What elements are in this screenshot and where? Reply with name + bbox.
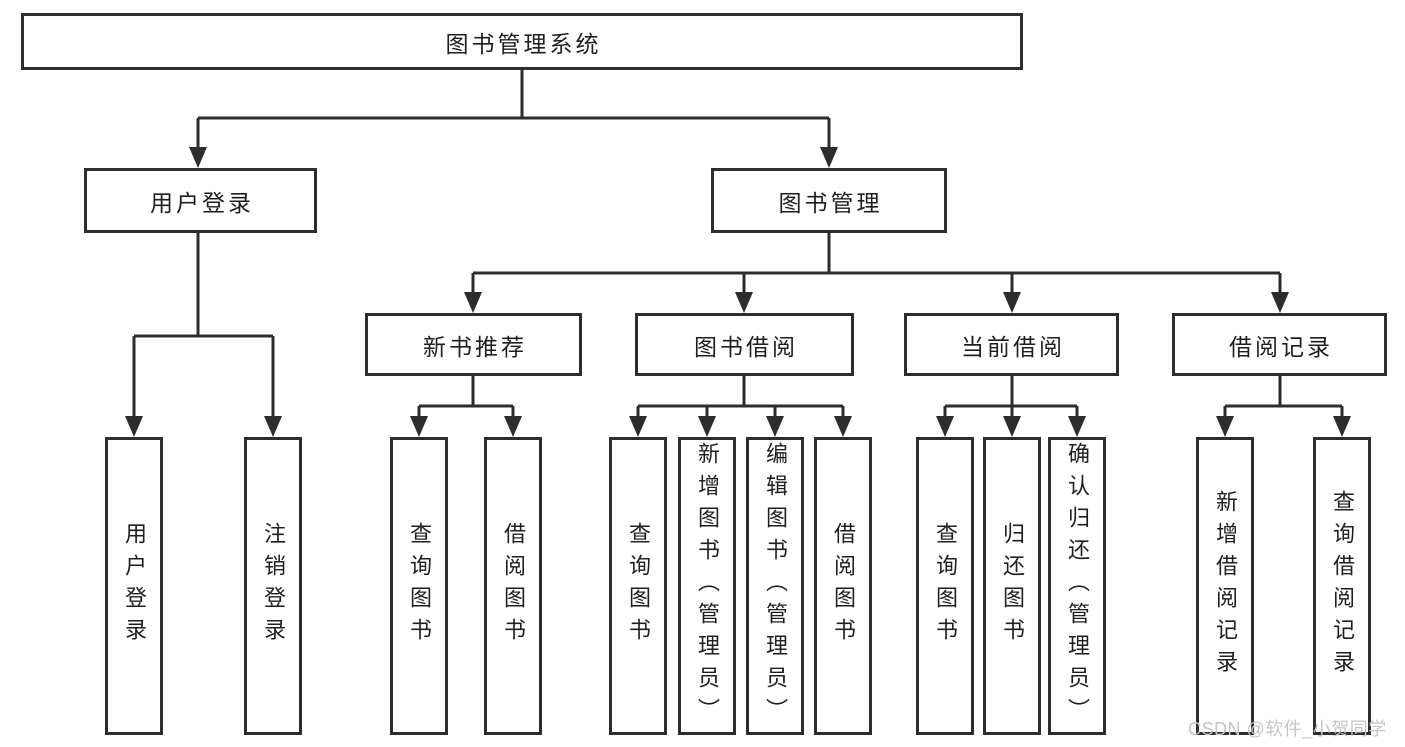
leaf-record-query-record: 查询借阅记录 <box>1313 437 1371 735</box>
leaf-borrow-add-book-admin: 新增图书（管理员） <box>678 437 736 735</box>
leaf-borrow-borrow-book: 借阅图书 <box>814 437 872 735</box>
leaf-record-add-record: 新增借阅记录 <box>1196 437 1254 735</box>
node-book-borrow: 图书借阅 <box>635 313 854 376</box>
leaf-current-query-book: 查询图书 <box>916 437 974 735</box>
leaf-recommend-query-book: 查询图书 <box>390 437 448 735</box>
node-new-book-recommend: 新书推荐 <box>365 313 582 376</box>
leaf-borrow-query-book: 查询图书 <box>609 437 667 735</box>
leaf-recommend-borrow-book-label: 借阅图书 <box>501 522 526 650</box>
leaf-current-query-book-label: 查询图书 <box>933 522 958 650</box>
leaf-record-add-record-label: 新增借阅记录 <box>1213 490 1238 682</box>
node-book-management-label: 图书管理 <box>778 189 883 216</box>
leaf-user-login: 用户登录 <box>105 437 163 735</box>
leaf-user-login-label: 用户登录 <box>122 522 147 650</box>
node-book-borrow-label: 图书借阅 <box>694 333 798 360</box>
node-user-login: 用户登录 <box>84 168 317 233</box>
leaf-recommend-borrow-book: 借阅图书 <box>484 437 542 735</box>
leaf-current-confirm-return-admin-label: 确认归还（管理员） <box>1065 442 1090 730</box>
leaf-current-confirm-return-admin: 确认归还（管理员） <box>1048 437 1106 735</box>
leaf-borrow-edit-book-admin-label: 编辑图书（管理员） <box>763 442 788 730</box>
leaf-borrow-query-book-label: 查询图书 <box>626 522 651 650</box>
leaf-recommend-query-book-label: 查询图书 <box>407 522 432 650</box>
leaf-record-query-record-label: 查询借阅记录 <box>1330 490 1355 682</box>
leaf-borrow-add-book-admin-label: 新增图书（管理员） <box>695 442 720 730</box>
leaf-logout: 注销登录 <box>244 437 302 735</box>
leaf-borrow-borrow-book-label: 借阅图书 <box>831 522 856 650</box>
node-book-management: 图书管理 <box>711 168 947 233</box>
node-new-book-recommend-label: 新书推荐 <box>423 333 527 360</box>
node-borrow-records-label: 借阅记录 <box>1229 333 1333 360</box>
node-current-borrow-label: 当前借阅 <box>961 333 1065 360</box>
node-root-label: 图书管理系统 <box>445 30 602 57</box>
leaf-borrow-edit-book-admin: 编辑图书（管理员） <box>746 437 804 735</box>
node-borrow-records: 借阅记录 <box>1172 313 1387 376</box>
leaf-current-return-book-label: 归还图书 <box>1000 522 1025 650</box>
node-root: 图书管理系统 <box>21 13 1023 70</box>
node-current-borrow: 当前借阅 <box>904 313 1119 376</box>
leaf-current-return-book: 归还图书 <box>983 437 1041 735</box>
node-user-login-label: 用户登录 <box>150 189 254 216</box>
csdn-watermark: CSDN @软件_小贺同学 <box>1188 719 1387 739</box>
leaf-logout-label: 注销登录 <box>261 522 286 650</box>
